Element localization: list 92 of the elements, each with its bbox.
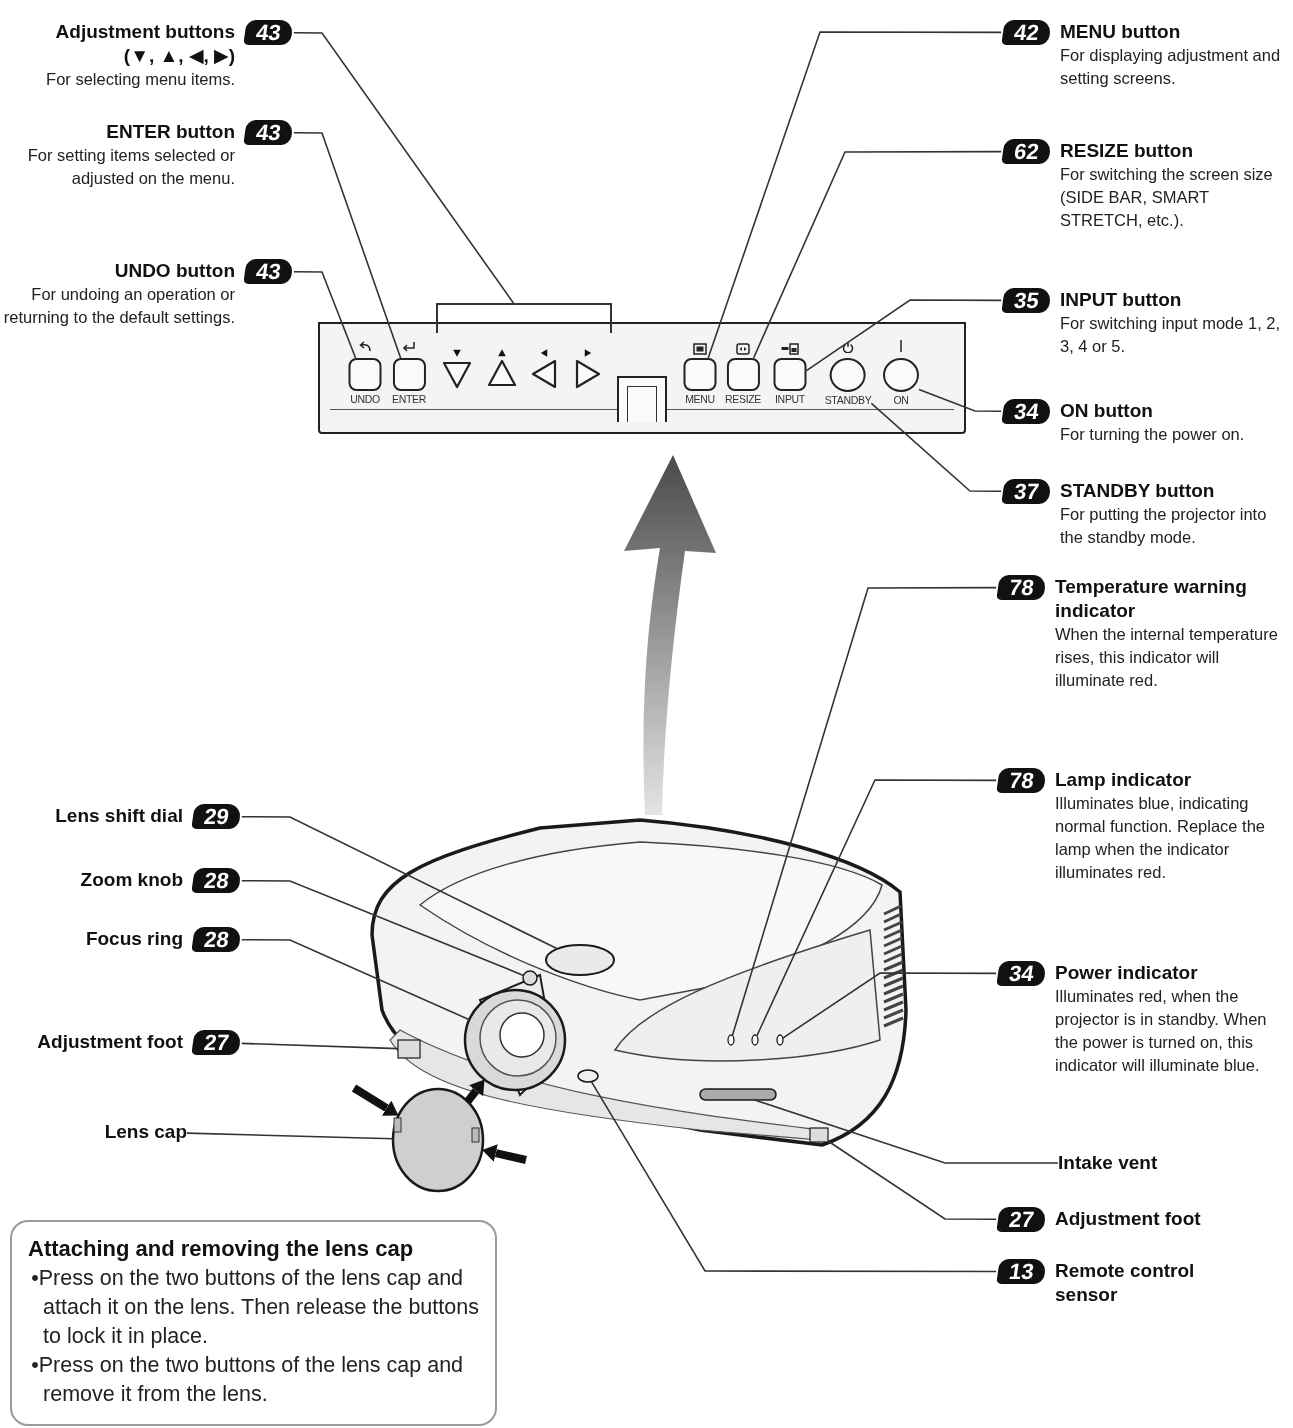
part-name: Adjustment foot xyxy=(1055,1207,1201,1231)
intake-vent xyxy=(699,1088,777,1101)
button-label: INPUT xyxy=(775,393,805,406)
bullet-text: •Press on the two buttons of the lens cap and remove it from the lens. xyxy=(30,1352,465,1408)
control-panel xyxy=(318,322,966,434)
part-name: ENTER button xyxy=(106,120,235,144)
button-label: RESIZE xyxy=(724,393,762,406)
page-number-badge: 28 xyxy=(191,868,242,893)
leader-line xyxy=(293,131,402,359)
leader-line xyxy=(918,388,1002,413)
part-name: Lens shift dial xyxy=(55,804,183,828)
page-number-badge: 29 xyxy=(191,804,242,829)
description: For switching input mode 1, 2, 3, 4 or 5. xyxy=(1060,313,1282,357)
lens-shift-dial xyxy=(545,944,615,976)
button-label: MENU xyxy=(685,393,715,406)
adjustment-foot xyxy=(809,1127,829,1143)
leader-line xyxy=(293,270,357,359)
arrow xyxy=(351,1084,399,1116)
bracket xyxy=(436,303,612,333)
page-number-badge: 78 xyxy=(996,768,1047,793)
part-name: Intake vent xyxy=(1058,1151,1158,1175)
description: For displaying adjustment and setting screens. xyxy=(1060,45,1282,89)
leader-line xyxy=(870,402,1002,493)
description: For setting items selected or adjusted on the menu. xyxy=(26,145,235,189)
leader-line xyxy=(241,938,471,1021)
part-name: Zoom knob xyxy=(80,868,183,892)
part-name: STANDBY button xyxy=(1060,479,1215,503)
description: For switching the screen size (SIDE BAR, SMART STRETCH, etc.). xyxy=(1060,164,1274,231)
part-name: MENU button xyxy=(1060,20,1181,44)
page-number-badge: 43 xyxy=(243,120,294,145)
description: For undoing an operation or returning to the default settings. xyxy=(2,284,235,328)
page-number-badge: 35 xyxy=(1001,288,1052,313)
part-name: Adjustment foot xyxy=(37,1030,183,1054)
part-name: Temperature warning indicator xyxy=(1055,575,1248,623)
page-number-badge: 27 xyxy=(191,1030,242,1055)
page-number-badge: 34 xyxy=(1001,399,1052,424)
description: For putting the projector into the standby mode. xyxy=(1060,504,1268,548)
description: Illuminates blue, indicating normal function. Replace the lamp when the indicator illuminates red. xyxy=(1055,793,1267,883)
arrow xyxy=(464,1079,485,1105)
leader-line xyxy=(827,1140,997,1221)
page-number-badge: 43 xyxy=(243,20,294,45)
lens-cap xyxy=(391,1087,485,1193)
remote-sensor xyxy=(577,1069,599,1083)
part-name: ON button xyxy=(1060,399,1153,423)
leader-line xyxy=(805,299,1002,372)
part-name: INPUT button xyxy=(1060,288,1182,312)
part-name: Power indicator xyxy=(1055,961,1198,985)
leader-line xyxy=(782,972,997,1039)
indicator-lamp xyxy=(776,1034,784,1046)
leader-line xyxy=(241,1042,399,1050)
bullet-text: •Press on the two buttons of the lens cap and attach it on the lens. Then release the buttons to lock it in place. xyxy=(30,1265,479,1350)
description: For turning the power on. xyxy=(1060,424,1245,445)
page-number-badge: 42 xyxy=(1001,20,1052,45)
adjustment-foot xyxy=(397,1039,421,1059)
button-label: STANDBY xyxy=(824,394,872,407)
indicator-lamp xyxy=(727,1034,735,1046)
leader-line xyxy=(241,815,559,950)
leader-line xyxy=(293,31,515,304)
part-name: RESIZE button xyxy=(1060,139,1193,163)
zoom-knob xyxy=(522,970,538,986)
leader-line xyxy=(756,779,997,1037)
part-name: UNDO button xyxy=(114,259,235,283)
leader-line xyxy=(590,1080,997,1273)
leader-line xyxy=(186,1132,394,1140)
note-box xyxy=(10,1220,497,1426)
part-name: Adjustment buttons (▼, ▲, ◀, ▶) xyxy=(54,20,235,68)
button-label: ENTER xyxy=(391,393,427,406)
button-label: UNDO xyxy=(350,393,380,406)
page-number-badge: 62 xyxy=(1001,139,1052,164)
indicator-lamp xyxy=(751,1034,759,1046)
description: For selecting menu items. xyxy=(46,69,235,90)
button-label: ON xyxy=(893,394,909,407)
description: Illuminates red, when the projector is in standby. When the power is turned on, this indicator will illuminate blue. xyxy=(1055,986,1268,1076)
page-number-badge: 28 xyxy=(191,927,242,952)
page-number-badge: 13 xyxy=(996,1259,1047,1284)
arrow xyxy=(482,1146,527,1164)
part-name: Lamp indicator xyxy=(1055,768,1192,792)
page-number-badge: 37 xyxy=(1001,479,1052,504)
page-number-badge: 34 xyxy=(996,961,1047,986)
leader-line xyxy=(731,586,997,1037)
note-heading: Attaching and removing the lens cap xyxy=(28,1235,415,1263)
part-name: Lens cap xyxy=(104,1120,187,1144)
part-name: Remote control sensor xyxy=(1055,1259,1196,1307)
leader-line xyxy=(752,150,1002,359)
leader-line xyxy=(707,31,1002,359)
page-number-badge: 27 xyxy=(996,1207,1047,1232)
leader-line xyxy=(753,1099,1059,1164)
page-number-badge: 43 xyxy=(243,259,294,284)
page-number-badge: 78 xyxy=(996,575,1047,600)
leader-line xyxy=(241,879,525,977)
part-name: Focus ring xyxy=(85,927,183,951)
description: When the internal temperature rises, this indicator will illuminate red. xyxy=(1055,624,1279,691)
